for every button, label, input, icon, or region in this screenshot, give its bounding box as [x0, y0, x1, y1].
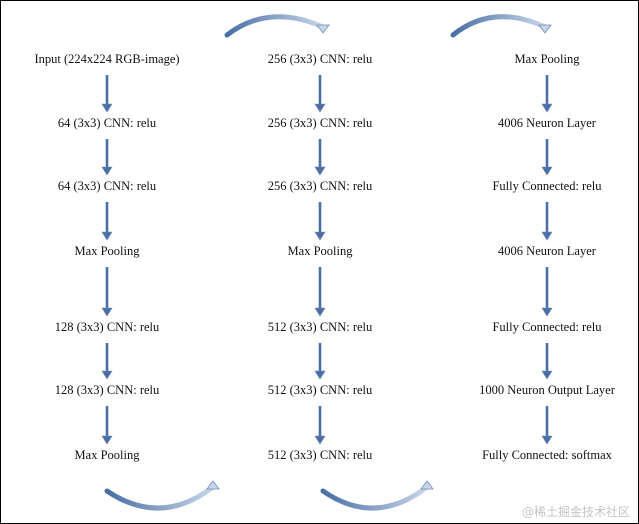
layer-label: 128 (3x3) CNN: relu: [55, 383, 160, 397]
down-arrow: [541, 343, 553, 380]
layer-label: 512 (3x3) CNN: relu: [268, 383, 373, 397]
top-connector-arrow-right: [450, 14, 552, 38]
layer-label: Max Pooling: [75, 448, 141, 462]
layer-label: 512 (3x3) CNN: relu: [268, 320, 373, 334]
layer-label: 4006 Neuron Layer: [498, 116, 597, 130]
layer-label: 64 (3x3) CNN: relu: [58, 179, 157, 193]
down-arrows: [101, 75, 553, 445]
down-arrow: [541, 75, 553, 113]
down-arrow: [101, 202, 113, 241]
down-arrow: [101, 139, 113, 176]
down-arrow: [541, 139, 553, 176]
down-arrow: [101, 343, 113, 380]
layer-label: 1000 Neuron Output Layer: [479, 383, 616, 397]
down-arrow: [101, 267, 113, 317]
down-arrow: [314, 75, 326, 113]
down-arrow: [314, 343, 326, 380]
column-connector-arrows: [104, 14, 552, 511]
layer-label: 4006 Neuron Layer: [498, 244, 597, 258]
layer-label: 128 (3x3) CNN: relu: [55, 320, 160, 334]
down-arrow: [101, 406, 113, 445]
down-arrow: [314, 139, 326, 176]
down-arrow: [541, 267, 553, 317]
layer-label: Fully Connected: relu: [492, 320, 602, 334]
bottom-connector-arrow-right: [320, 480, 434, 511]
layer-label: Max Pooling: [515, 52, 581, 66]
layer-label: Fully Connected: softmax: [482, 448, 613, 462]
layer-label: 64 (3x3) CNN: relu: [58, 116, 157, 130]
watermark: @稀土掘金技术社区: [521, 505, 630, 519]
down-arrow: [541, 406, 553, 445]
bottom-connector-arrow-left: [104, 480, 220, 511]
layer-label: 256 (3x3) CNN: relu: [268, 179, 373, 193]
down-arrow: [541, 202, 553, 241]
down-arrow: [314, 267, 326, 317]
down-arrow: [314, 202, 326, 241]
layer-label: 512 (3x3) CNN: relu: [268, 448, 373, 462]
down-arrow: [101, 75, 113, 113]
layer-labels: Input (224x224 RGB-image) 64 (3x3) CNN: r…: [34, 52, 615, 462]
layer-label: Fully Connected: relu: [492, 179, 602, 193]
down-arrow: [314, 406, 326, 445]
top-connector-arrow-left: [224, 14, 330, 38]
layer-label: 256 (3x3) CNN: relu: [268, 52, 373, 66]
layer-label: Max Pooling: [75, 244, 141, 258]
layer-label: 256 (3x3) CNN: relu: [268, 116, 373, 130]
layer-label: Max Pooling: [288, 244, 354, 258]
layer-label: Input (224x224 RGB-image): [34, 52, 179, 66]
